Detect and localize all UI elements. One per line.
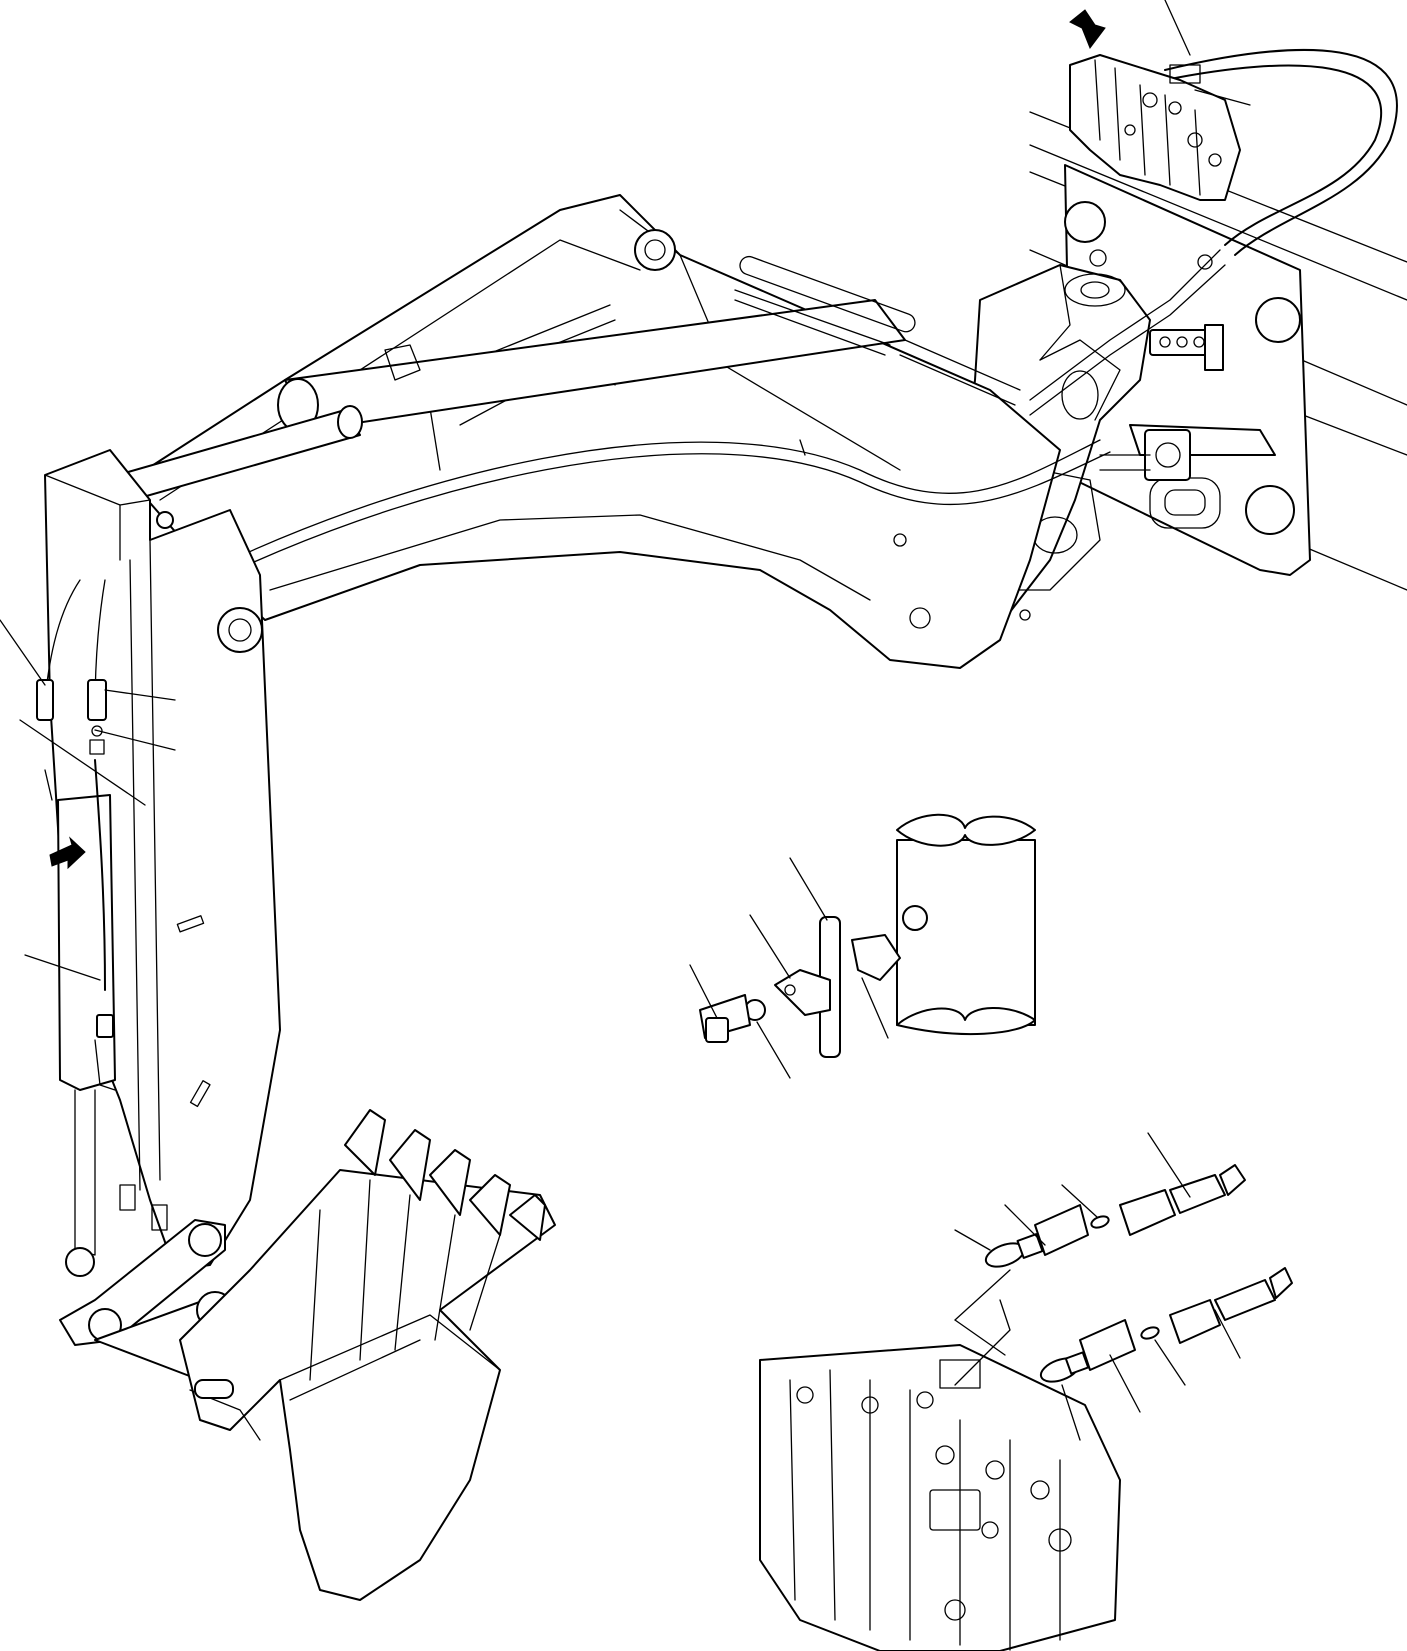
callout-leader-4 xyxy=(104,689,176,701)
machine-frame xyxy=(1029,111,1407,591)
direction-arrow-icon xyxy=(1069,9,1106,50)
callout-leader-1 xyxy=(1164,0,1191,56)
hoses-to-valve xyxy=(1029,49,1398,416)
callout-leader-11 xyxy=(756,1021,791,1079)
callout-leader-10 xyxy=(689,964,718,1019)
callout-leader-18 xyxy=(1154,1339,1186,1386)
callout-leader-9 xyxy=(749,914,791,979)
callout-leader-15 xyxy=(1004,1204,1046,1246)
bucket xyxy=(179,1109,556,1601)
callout-leaders xyxy=(0,0,1251,1441)
callout-leader-19 xyxy=(1109,1354,1141,1413)
callout-leader-12 xyxy=(861,977,889,1039)
callout-leader-2 xyxy=(1194,89,1251,106)
boom xyxy=(129,194,1061,669)
callout-leader-20 xyxy=(1061,1384,1081,1441)
callout-leader-3 xyxy=(0,619,46,686)
callout-leader-16 xyxy=(954,1229,991,1251)
boom-cylinder xyxy=(277,255,1021,432)
callout-leader-8 xyxy=(789,857,828,921)
callout-leader-7 xyxy=(24,954,101,981)
callout-leader-17 xyxy=(1214,1309,1241,1359)
callout-leader-13 xyxy=(1147,1132,1191,1198)
callout-leader-5 xyxy=(94,729,176,751)
arm-hoses xyxy=(36,579,168,1231)
arm xyxy=(44,449,281,1271)
direction-arrow-icon xyxy=(49,836,86,870)
callout-leader-6 xyxy=(19,719,146,806)
clamp-detail xyxy=(699,813,1036,1058)
callout-leader-14 xyxy=(1061,1184,1098,1218)
boom-hose xyxy=(169,439,1111,601)
fitting-set xyxy=(954,1164,1293,1383)
valve-detail xyxy=(759,1299,1121,1651)
